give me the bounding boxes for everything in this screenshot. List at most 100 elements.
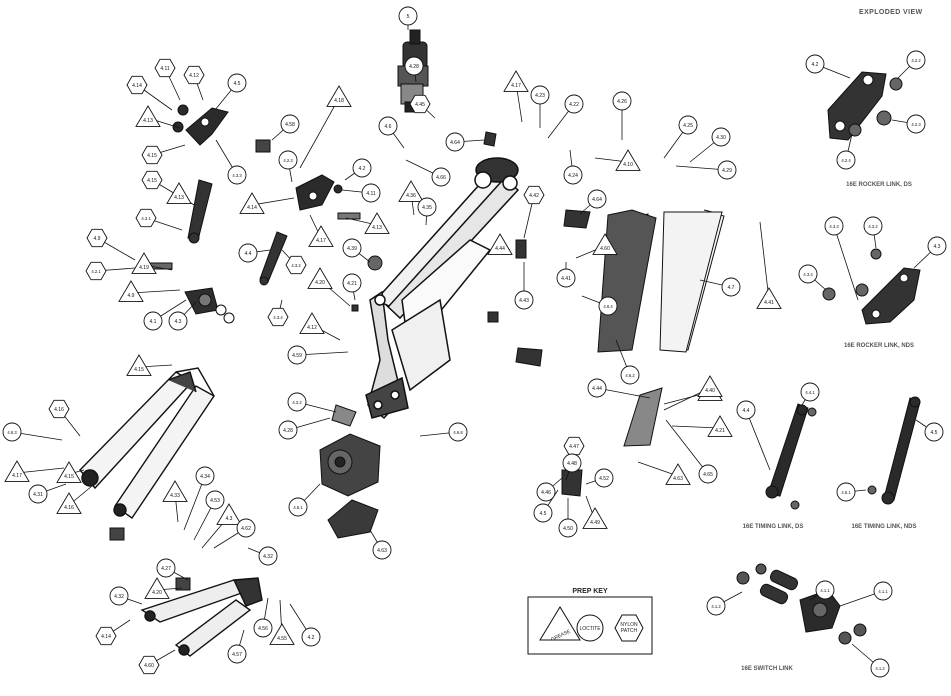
callout-label: 4.21 (347, 281, 357, 287)
callout-label: 4.34 (200, 474, 210, 480)
circle-balloon-icon (678, 115, 698, 135)
triangle-balloon-icon (697, 375, 723, 397)
callout-circle-c94: 4.50 (558, 518, 578, 538)
callout-circle-c25: 4.2 (352, 158, 372, 178)
callout-label: 4.63 (673, 476, 683, 482)
circle-balloon-icon (301, 627, 321, 647)
grease-triangle-icon (539, 606, 581, 641)
battery-pack (597, 209, 725, 447)
callout-circle-c72: 4.34 (195, 466, 215, 486)
callout-circle-c95: 4.52 (594, 468, 614, 488)
triangle-balloon-icon (308, 225, 334, 247)
circle-balloon-icon (404, 56, 424, 76)
triangle-balloon-icon (307, 267, 333, 289)
callout-label: 4.41 (561, 276, 571, 282)
callout-label: 4.3.4 (273, 315, 283, 320)
callout-circle-c107: 4.3 (927, 236, 947, 256)
callout-label: 4.6.4 (603, 304, 613, 309)
triangle-balloon-icon (582, 507, 608, 529)
callout-label: 4.19 (139, 265, 149, 271)
callout-label: 4.3.3 (232, 173, 242, 178)
circle-balloon-icon (287, 345, 307, 365)
callout-hexagon-c54: 4.9 (86, 228, 108, 248)
circle-balloon-icon (873, 581, 893, 601)
callout-label: 4.20 (152, 590, 162, 596)
callout-label: 4.21 (715, 428, 725, 434)
circle-balloon-icon (612, 91, 632, 111)
callout-circle-c26: 4.2.3 (278, 150, 298, 170)
callout-label: 4.44 (592, 386, 602, 392)
circle-balloon-icon (711, 127, 731, 147)
circle-balloon-icon (417, 197, 437, 217)
callout-label: 4.15 (134, 367, 144, 373)
callout-circle-c02: 4.28 (404, 56, 424, 76)
callout-label: 4.11 (160, 66, 170, 72)
callout-label: 4.15 (147, 153, 157, 159)
circle-balloon-icon (448, 422, 468, 442)
circle-balloon-icon (205, 490, 225, 510)
callout-circle-c22: 4.3.3 (227, 165, 247, 185)
callout-hexagon-c33: 4.42 (523, 185, 545, 205)
callout-circle-c01: 5 (398, 6, 418, 26)
callout-circle-c06: 4.22 (564, 94, 584, 114)
triangle-balloon-icon (4, 460, 30, 482)
callout-label: 4.22 (569, 102, 579, 108)
rocker-link-ds-detail (827, 71, 903, 141)
triangle-balloon-icon (615, 149, 641, 171)
circle-balloon-icon (798, 264, 818, 284)
callout-label: 4.15 (64, 474, 74, 480)
callout-label: 4.60 (144, 663, 154, 669)
callout-triangle-c100: 4.63 (665, 463, 691, 485)
triangle-balloon-icon (503, 70, 529, 92)
circle-balloon-icon (342, 238, 362, 258)
callout-label: 4.17 (316, 238, 326, 244)
circle-balloon-icon (800, 382, 820, 402)
callout-label: 4.1.1 (820, 588, 830, 593)
leader-line-c109 (745, 409, 771, 471)
leader-line-c105 (833, 225, 859, 301)
callout-label: 4.42 (529, 193, 539, 199)
callout-label: 4.5 (234, 81, 241, 87)
callout-label: 4.2 (812, 62, 819, 68)
circle-balloon-icon (278, 420, 298, 440)
callout-triangle-c43: 4.20 (307, 267, 333, 289)
callout-circle-c17: 4.5 (227, 73, 247, 93)
triangle-balloon-icon (756, 287, 782, 309)
triangle-balloon-icon (269, 623, 295, 645)
callout-label: 4.17 (12, 473, 22, 479)
callout-triangle-c31: 4.36 (398, 180, 424, 202)
callout-circle-c106: 4.3.2 (863, 216, 883, 236)
circle-balloon-icon (258, 546, 278, 566)
callout-circle-c97: 4.46 (536, 482, 556, 502)
callout-circle-c07: 4.26 (612, 91, 632, 111)
callout-triangle-c60: 4.15 (56, 461, 82, 483)
callout-circle-c98: 4.44 (587, 378, 607, 398)
callout-circle-c52: 4.3 (168, 311, 188, 331)
prep-key-loctite: LOCTITE (579, 626, 601, 632)
callout-label: 4.13 (143, 118, 153, 124)
callout-label: 4.2 (308, 635, 315, 641)
callout-label: 5 (407, 14, 410, 20)
callout-triangle-c44: 4.12 (299, 312, 325, 334)
circle-balloon-icon (698, 464, 718, 484)
hexagon-balloon-icon (126, 75, 148, 95)
circle-balloon-icon (815, 580, 835, 600)
triangle-balloon-icon (707, 415, 733, 437)
callout-label: 4.41 (764, 300, 774, 306)
triangle-balloon-icon (239, 192, 265, 214)
circle-balloon-icon (836, 150, 856, 170)
callout-label: 4.13 (372, 225, 382, 231)
callout-circle-c85: 4.2 (301, 627, 321, 647)
callout-label: 4.64 (592, 197, 602, 203)
callout-label: 4.32 (114, 594, 124, 600)
rocker-link-assembly (172, 104, 361, 220)
callout-label: 4.6 (385, 124, 392, 130)
callout-label: 4.3 (175, 319, 182, 325)
callout-circle-c77: 4.27 (156, 558, 176, 578)
callout-label: 4.25 (683, 123, 693, 129)
circle-balloon-icon (280, 114, 300, 134)
callout-label: 4.2.1 (91, 269, 101, 274)
triangle-balloon-icon (56, 492, 82, 514)
callout-hexagon-c48: 4.3.4 (267, 307, 289, 327)
callout-triangle-c56: 4.9 (118, 280, 144, 302)
